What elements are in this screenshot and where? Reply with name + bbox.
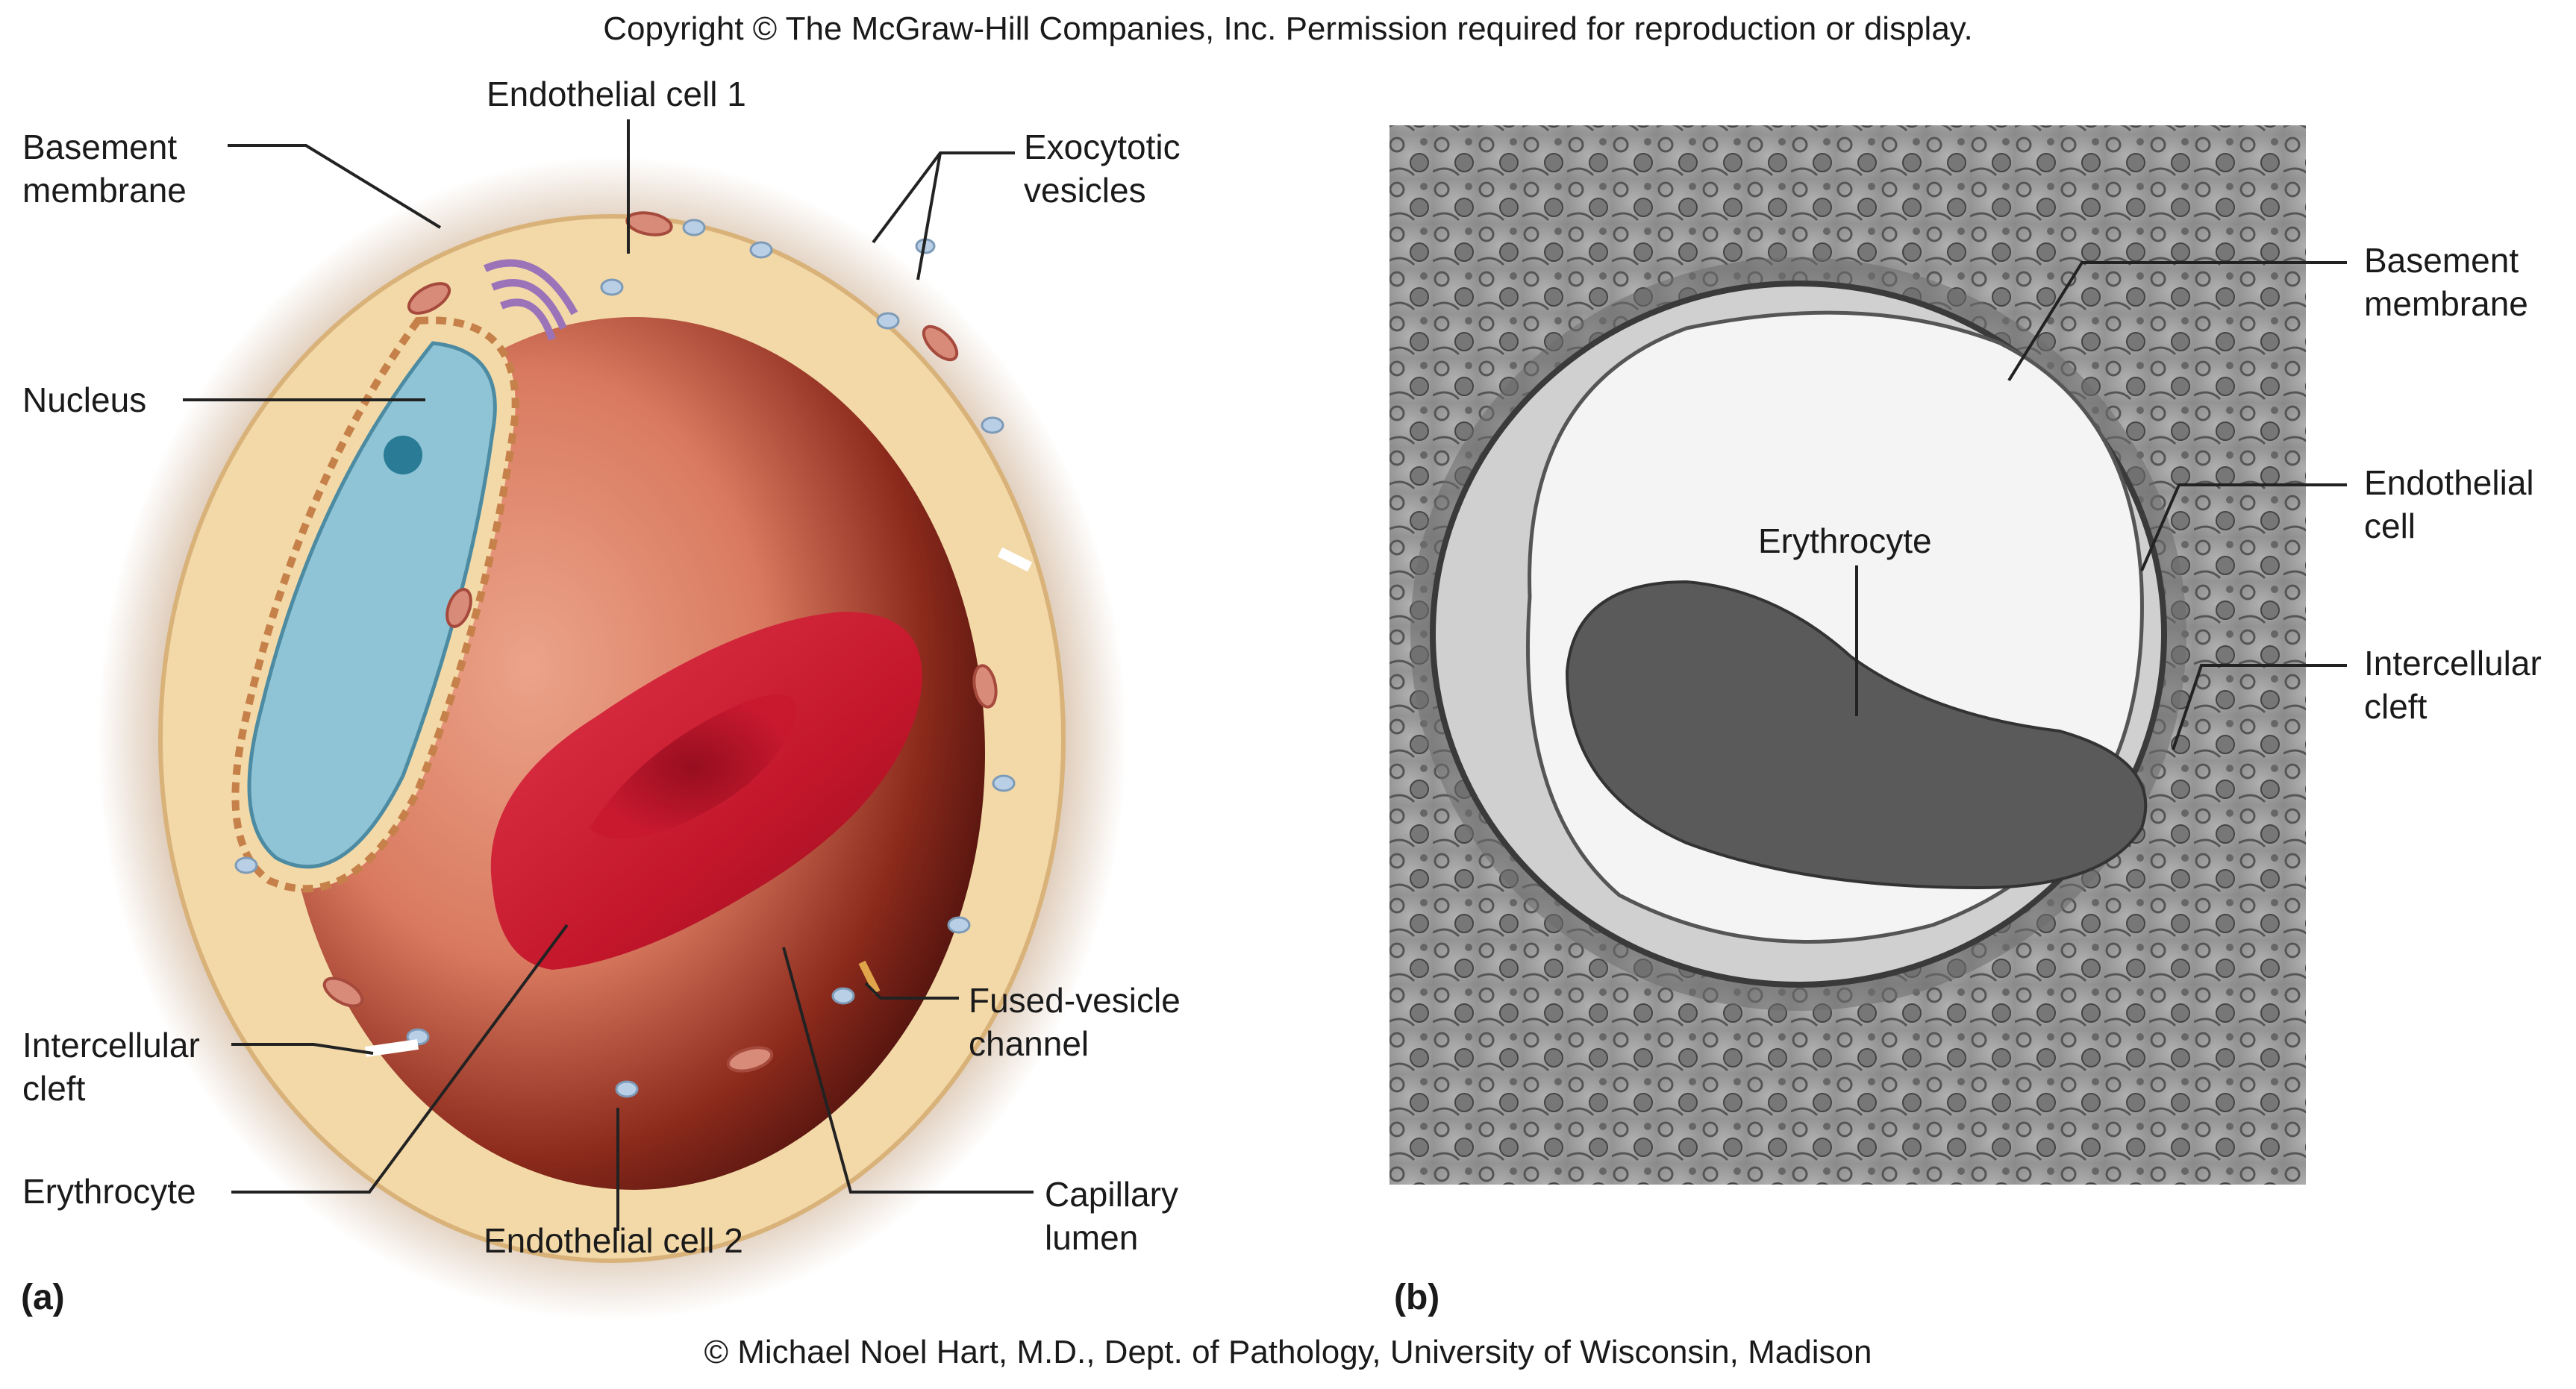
mitochondria bbox=[322, 211, 998, 1073]
photo-credit: © Michael Noel Hart, M.D., Dept. of Path… bbox=[704, 1334, 1872, 1370]
label-intercellular-cleft-a: Intercellular cleft bbox=[22, 1026, 200, 1108]
label-intercellular-cleft-b: Intercellular cleft bbox=[2364, 644, 2542, 726]
leader-lines-b bbox=[1855, 261, 2347, 750]
label-endothelial-cell-1: Endothelial cell 1 bbox=[487, 75, 746, 113]
label-capillary-lumen: Capillary lumen bbox=[1045, 1175, 1178, 1257]
label-basement-membrane-b: Basement membrane bbox=[2364, 241, 2528, 323]
golgi-shape bbox=[484, 259, 578, 341]
electron-micrograph bbox=[1389, 125, 2306, 1185]
nucleolus-shape bbox=[384, 436, 422, 474]
cleft-left bbox=[365, 1039, 419, 1057]
nucleus-shape bbox=[247, 341, 497, 869]
label-erythrocyte-b: Erythrocyte bbox=[1758, 521, 1932, 560]
fused-vesicle-channel-shape bbox=[858, 960, 881, 994]
panel-label-b: (b) bbox=[1394, 1278, 1440, 1317]
label-endothelial-cell-b: Endothelial cell bbox=[2364, 463, 2534, 545]
vesicles bbox=[234, 219, 1016, 1098]
label-basement-membrane-a: Basement membrane bbox=[22, 128, 187, 210]
label-exocytotic-vesicles: Exocytotic vesicles bbox=[1024, 128, 1181, 210]
copyright-header: Copyright © The McGraw-Hill Companies, I… bbox=[603, 10, 1973, 47]
capillary-illustration bbox=[97, 157, 1127, 1320]
leader-lines-a bbox=[183, 119, 1034, 1231]
label-nucleus: Nucleus bbox=[22, 380, 147, 419]
panel-label-a: (a) bbox=[21, 1278, 65, 1317]
label-fused-vesicle-channel: Fused-vesicle channel bbox=[969, 981, 1181, 1063]
cleft-right bbox=[997, 547, 1033, 572]
micrograph-erythrocyte bbox=[1565, 580, 2148, 890]
label-erythrocyte-a: Erythrocyte bbox=[22, 1172, 196, 1211]
erythrocyte-shape bbox=[490, 612, 922, 970]
label-endothelial-cell-2: Endothelial cell 2 bbox=[484, 1221, 743, 1260]
